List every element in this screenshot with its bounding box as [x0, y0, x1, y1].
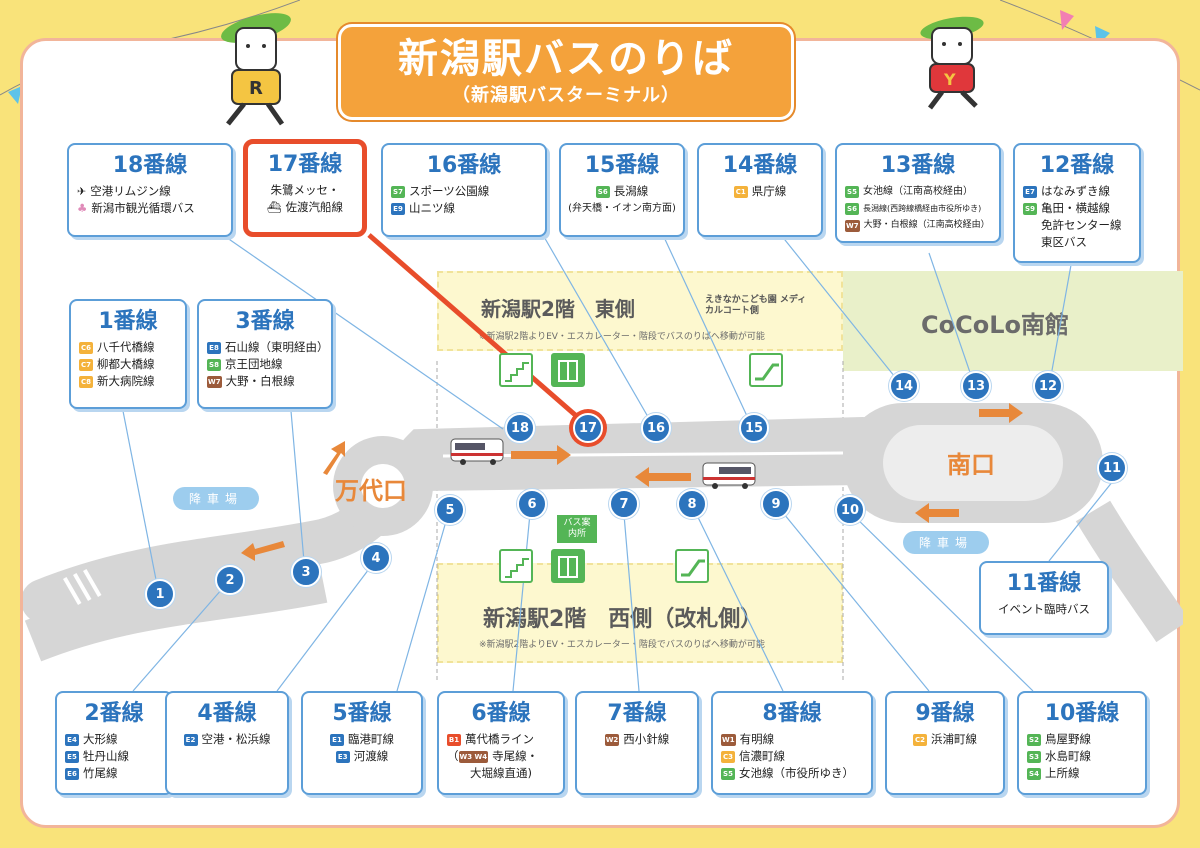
- highlight-leader-17: [367, 233, 591, 429]
- ship-icon: ⛴: [266, 200, 282, 214]
- elevator-icon: [551, 353, 585, 387]
- zone-east-note: ※新潟駅2階よりEV・エスカレーター・階段でバスのりばへ移動が可能: [479, 332, 765, 342]
- card-platform-11[interactable]: 11番線 イベント臨時バス: [979, 561, 1109, 635]
- card-platform-18[interactable]: 18番線 ✈空港リムジン線 ♣新潟市観光循環バス: [67, 143, 233, 237]
- zone-east-paren: えきなかこども園 メディカルコート側: [705, 295, 807, 316]
- zone-cocolo-title: CoCoLo南館: [921, 311, 1069, 339]
- tulip-icon: ♣: [77, 201, 88, 215]
- card-title: 14番線: [722, 153, 798, 178]
- stairs-icon: [499, 353, 533, 387]
- stop-15[interactable]: 15: [739, 413, 769, 443]
- stop-1[interactable]: 1: [145, 579, 175, 609]
- card-title: 11番線: [1006, 571, 1082, 596]
- stop-2[interactable]: 2: [215, 565, 245, 595]
- card-title: 15番線: [584, 153, 660, 178]
- zone-east-2f: [437, 271, 843, 351]
- zone-east-title: 新潟駅2階 東側: [481, 297, 635, 321]
- stop-11[interactable]: 11: [1097, 453, 1127, 483]
- card-title: 3番線: [235, 309, 295, 334]
- stop-7[interactable]: 7: [609, 489, 639, 519]
- stop-13[interactable]: 13: [961, 371, 991, 401]
- card-title: 2番線: [84, 701, 144, 726]
- svg-text:Y: Y: [943, 70, 956, 89]
- stop-18[interactable]: 18: [505, 413, 535, 443]
- svg-text:R: R: [249, 78, 263, 99]
- drop-off-right: 降車場: [903, 531, 990, 554]
- card-title: 17番線: [267, 152, 343, 177]
- drop-off-left: 降車場: [173, 487, 260, 510]
- stairs-icon-2: [499, 549, 533, 583]
- bus-icon: [450, 438, 504, 465]
- escalator-icon-2: [675, 549, 709, 583]
- map-board: 新潟駅2階 東側 えきなかこども園 メディカルコート側 ※新潟駅2階よりEV・エ…: [20, 38, 1183, 828]
- bus-info-center: バス案内所: [557, 515, 597, 543]
- stop-6[interactable]: 6: [517, 489, 547, 519]
- card-title: 8番線: [762, 701, 822, 726]
- stop-16[interactable]: 16: [641, 413, 671, 443]
- card-title: 12番線: [1039, 153, 1115, 178]
- card-title: 5番線: [332, 701, 392, 726]
- stop-8[interactable]: 8: [677, 489, 707, 519]
- stop-5[interactable]: 5: [435, 495, 465, 525]
- bus-icon-2: [702, 462, 756, 489]
- stop-9[interactable]: 9: [761, 489, 791, 519]
- stop-12[interactable]: 12: [1033, 371, 1063, 401]
- stop-17[interactable]: 17: [573, 413, 603, 443]
- stop-10[interactable]: 10: [835, 495, 865, 525]
- stop-14[interactable]: 14: [889, 371, 919, 401]
- card-title: 16番線: [426, 153, 502, 178]
- card-title: 4番線: [197, 701, 257, 726]
- zone-west-note: ※新潟駅2階よりEV・エスカレーター・階段でバスのりばへ移動が可能: [479, 640, 765, 650]
- mascot-right-icon: Y: [920, 16, 984, 110]
- card-title: 7番線: [607, 701, 667, 726]
- title-banner: 新潟駅バスのりば （新潟駅バスターミナル）: [338, 24, 794, 120]
- place-minamiguchi: 南口: [947, 451, 995, 479]
- place-bandaiguchi: 万代口: [335, 477, 407, 505]
- card-platform-17[interactable]: 17番線 朱鷺メッセ・ ⛴佐渡汽船線: [243, 139, 367, 237]
- stop-3[interactable]: 3: [291, 557, 321, 587]
- card-title: 6番線: [471, 701, 531, 726]
- card-title: 13番線: [880, 153, 956, 178]
- card-title: 18番線: [112, 153, 188, 178]
- zone-cocolo: [843, 271, 1183, 371]
- zone-west-title: 新潟駅2階 西側（改札側）: [483, 607, 763, 632]
- airplane-icon: ✈: [77, 185, 87, 198]
- stop-4[interactable]: 4: [361, 543, 391, 573]
- card-title: 10番線: [1044, 701, 1120, 726]
- mascot-left-icon: R: [221, 13, 291, 126]
- escalator-icon: [749, 353, 783, 387]
- page-subtitle: （新潟駅バスターミナル）: [452, 85, 680, 106]
- card-title: 1番線: [98, 309, 158, 334]
- page-title: 新潟駅バスのりば: [398, 36, 734, 82]
- card-title: 9番線: [915, 701, 975, 726]
- elevator-icon-2: [551, 549, 585, 583]
- road-map: [23, 233, 1183, 692]
